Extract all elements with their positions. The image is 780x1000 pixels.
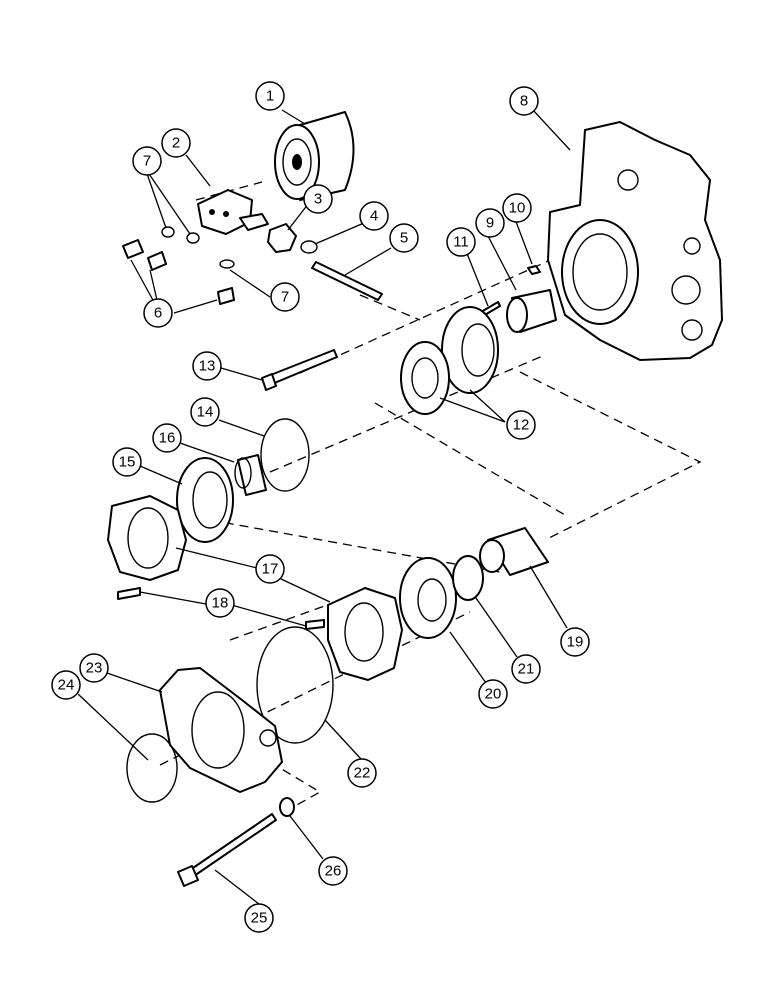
part-10-key	[527, 265, 541, 275]
svg-text:7: 7	[281, 289, 289, 306]
part-20-end-plate	[399, 557, 457, 639]
svg-text:25: 25	[251, 910, 268, 927]
part-4-o-ring	[300, 240, 318, 254]
callout-22: 22	[347, 758, 377, 788]
callout-12: 12	[506, 410, 536, 440]
svg-text:6: 6	[154, 305, 162, 322]
svg-text:22: 22	[354, 765, 371, 782]
part-12-gerotor-set	[400, 306, 499, 415]
svg-text:13: 13	[199, 358, 216, 375]
part-26-washer	[279, 797, 295, 817]
callout-4: 4	[359, 201, 389, 231]
part-22-o-ring	[256, 626, 334, 744]
part-15-seal-ring	[176, 457, 234, 543]
svg-text:10: 10	[509, 200, 526, 217]
part-23-end-cap	[159, 667, 283, 793]
svg-text:3: 3	[314, 191, 322, 208]
callout-3: 3	[303, 184, 333, 214]
callout-5: 5	[389, 223, 419, 253]
callout-23: 23	[79, 653, 109, 683]
svg-text:23: 23	[86, 660, 103, 677]
part-3-fitting	[267, 223, 297, 253]
callout-26: 26	[318, 856, 348, 886]
callout-6: 6	[143, 298, 173, 328]
callout-2: 2	[161, 128, 191, 158]
part-5-pin	[311, 261, 383, 301]
callouts: 1 2 3 4 5 6 7 7 8 9 10 11 12 13 14 15 16…	[51, 81, 590, 933]
callout-14: 14	[190, 397, 220, 427]
svg-text:1: 1	[266, 88, 274, 105]
part-14-o-ring	[260, 418, 310, 492]
svg-text:20: 20	[485, 686, 502, 703]
part-16-bushing	[234, 454, 267, 496]
callout-13: 13	[192, 351, 222, 381]
callout-18: 18	[205, 588, 235, 618]
part-18-screws	[117, 587, 325, 630]
part-19-coupling	[479, 527, 549, 576]
callout-15: 15	[112, 447, 142, 477]
svg-text:18: 18	[212, 595, 229, 612]
callout-17: 17	[255, 554, 285, 584]
part-2-filter-head	[197, 189, 269, 235]
part-17-spacer-plates	[107, 495, 403, 681]
callout-8: 8	[509, 86, 539, 116]
callout-9: 9	[475, 208, 505, 238]
callout-7-upper: 7	[132, 146, 162, 176]
part-25-bolt	[177, 813, 277, 887]
part-7-o-rings	[161, 226, 235, 269]
svg-text:2: 2	[172, 135, 180, 152]
callout-7-lower: 7	[270, 282, 300, 312]
svg-text:16: 16	[159, 430, 176, 447]
part-21-ring	[452, 555, 484, 601]
svg-text:21: 21	[518, 661, 535, 678]
svg-text:5: 5	[400, 230, 408, 247]
svg-text:7: 7	[143, 153, 151, 170]
svg-text:8: 8	[520, 93, 528, 110]
svg-text:12: 12	[513, 417, 530, 434]
callout-20: 20	[478, 679, 508, 709]
part-8-housing	[547, 121, 723, 361]
part-24-o-ring	[126, 733, 178, 803]
part-13-bolt	[261, 349, 338, 391]
part-1-filter	[274, 111, 355, 201]
callout-11: 11	[446, 227, 476, 257]
svg-text:26: 26	[325, 863, 342, 880]
svg-text:9: 9	[486, 215, 494, 232]
callout-19: 19	[560, 627, 590, 657]
callout-21: 21	[511, 654, 541, 684]
part-9-sleeve	[506, 289, 557, 333]
svg-text:24: 24	[58, 677, 75, 694]
svg-text:14: 14	[197, 404, 214, 421]
svg-text:19: 19	[567, 634, 584, 651]
callout-1: 1	[255, 81, 285, 111]
part-6-plugs	[122, 239, 235, 305]
leader-lines	[77, 108, 571, 905]
callout-25: 25	[244, 903, 274, 933]
svg-text:17: 17	[262, 561, 279, 578]
callout-10: 10	[502, 193, 532, 223]
svg-text:15: 15	[119, 454, 136, 471]
svg-text:11: 11	[453, 234, 469, 251]
callout-24: 24	[51, 670, 81, 700]
svg-text:4: 4	[370, 208, 378, 225]
callout-16: 16	[152, 423, 182, 453]
